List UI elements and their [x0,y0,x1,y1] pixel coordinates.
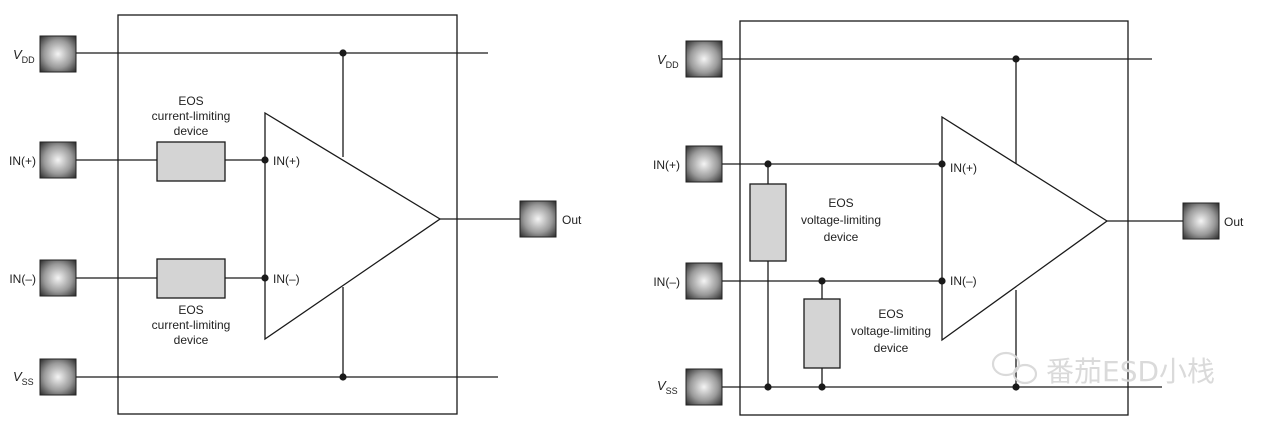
left-eos-bottom-label-3: device [174,333,209,347]
left-eos-bottom-label-2: current-limiting [152,318,231,332]
right-eos-2-label-1: EOS [878,307,903,321]
left-junction-dots [261,49,347,381]
left-eos-current-limiter-bottom [156,258,226,299]
right-in-minus-pin-label: IN(–) [653,275,680,289]
right-diagram [722,20,1183,416]
right-eos-1-label-3: device [824,230,859,244]
left-eos-top-label-3: device [174,124,209,138]
right-junction-vss-limiter-1 [764,383,772,391]
left-eos-bottom-label-1: EOS [178,303,203,317]
left-junction-vss [339,373,347,381]
left-amp-in-minus-label: IN(–) [273,272,300,286]
left-out-label: Out [562,213,582,227]
right-pads [685,40,1220,406]
right-amp-in-minus-label: IN(–) [950,274,977,288]
left-in-minus-pad [39,259,77,297]
left-eos-top-label-2: current-limiting [152,109,231,123]
right-out-label: Out [1224,215,1244,229]
right-junction-vss [1012,383,1020,391]
wechat-icon [991,351,1038,385]
left-in-plus-pad [39,141,77,179]
right-vss-pad [685,368,723,406]
right-out-pad [1182,202,1220,240]
right-in-minus-pad [685,262,723,300]
right-chip-outline [739,20,1129,416]
watermark-text: 番茄ESD小栈 [1046,355,1215,388]
left-chip-outline [117,14,458,415]
right-in-plus-pin-label: IN(+) [653,158,680,172]
left-in-minus-pin-label: IN(–) [9,272,36,286]
right-eos-1-label-1: EOS [828,196,853,210]
right-labels: VDD VSS IN(+) IN(–) IN(+) IN(–) Out EOS … [653,52,1244,396]
left-pads [39,35,557,396]
right-eos-voltage-limiter-2 [803,298,841,369]
left-vdd-pad [39,35,77,73]
right-eos-voltage-limiter-1 [749,183,787,262]
left-vss-pad [39,358,77,396]
right-junction-vss-limiter-2 [818,383,826,391]
left-junction-vdd [339,49,347,57]
left-in-plus-pin-label: IN(+) [9,154,36,168]
left-junction-in-plus [261,156,269,164]
left-diagram [76,14,520,415]
left-vdd-label: VDD [13,47,35,65]
right-vdd-label: VDD [657,52,679,70]
left-eos-top-label-1: EOS [178,94,203,108]
watermark: 番茄ESD小栈 [991,351,1215,388]
right-eos-2-label-3: device [874,341,909,355]
left-junction-in-minus [261,274,269,282]
right-junction-in-minus-limiter [818,277,826,285]
left-amp-in-plus-label: IN(+) [273,154,300,168]
left-vss-label: VSS [13,369,34,387]
right-vdd-pad [685,40,723,78]
left-labels: VDD VSS IN(+) IN(–) IN(+) IN(–) Out EOS … [9,47,582,387]
right-junction-vdd [1012,55,1020,63]
right-eos-2-label-2: voltage-limiting [851,324,931,338]
right-opamp-triangle [941,115,1109,342]
left-eos-current-limiter-top [156,141,226,182]
left-opamp-triangle [264,111,442,341]
right-vss-label: VSS [657,378,678,396]
right-in-plus-pad [685,145,723,183]
right-eos-1-label-2: voltage-limiting [801,213,881,227]
right-junction-dots [764,55,1020,391]
right-junction-in-minus-amp [938,277,946,285]
right-junction-in-plus-limiter [764,160,772,168]
left-out-pad [519,200,557,238]
right-amp-in-plus-label: IN(+) [950,161,977,175]
right-junction-in-plus-amp [938,160,946,168]
